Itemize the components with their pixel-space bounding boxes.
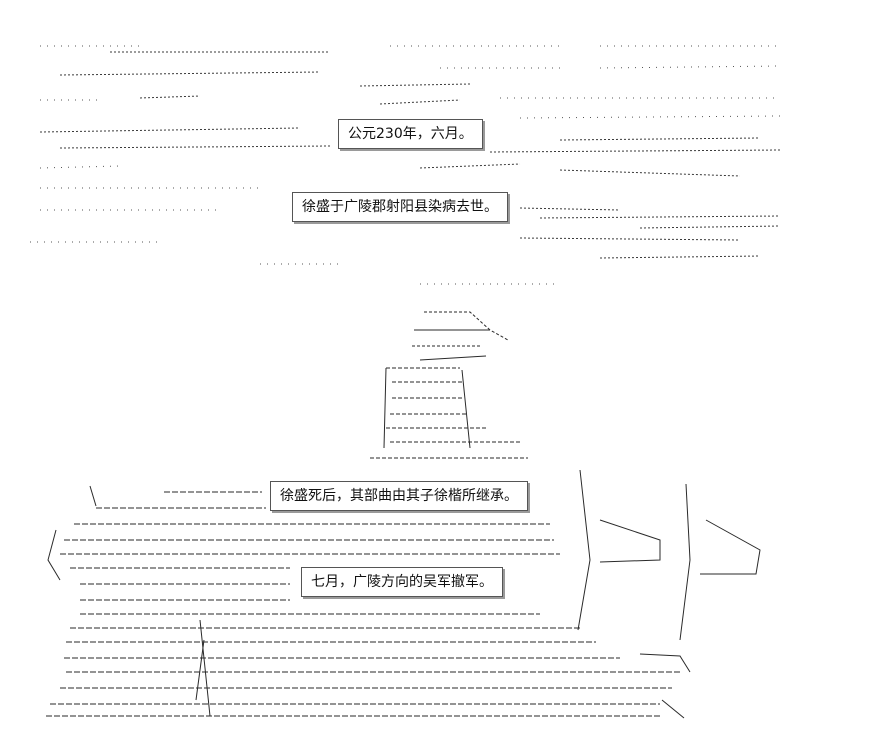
army-edges [47, 469, 761, 719]
army-crowd [46, 491, 680, 717]
narration-caption-death: 徐盛于广陵郡射阳县染病去世。 [292, 192, 508, 222]
narration-caption-withdrawal: 七月，广陵方向的吴军撤军。 [301, 567, 503, 597]
figure-general [370, 311, 528, 459]
narration-caption-succession: 徐盛死后，其部曲由其子徐楷所继承。 [270, 481, 528, 511]
cloud-sky-layer [39, 51, 781, 259]
narration-caption-date: 公元230年，六月。 [338, 119, 483, 149]
star-dots-layer [30, 45, 781, 285]
